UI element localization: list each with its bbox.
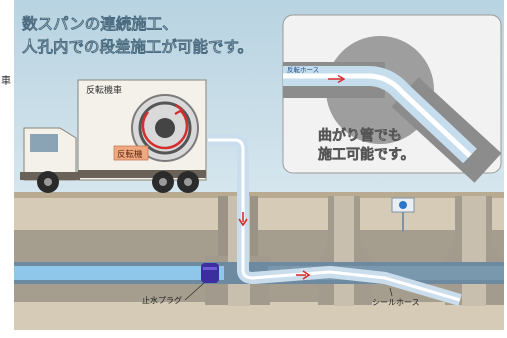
truck-window [30, 134, 58, 152]
edge-fragment-label: 車 [1, 74, 11, 87]
reel-rotation-arrowhead [174, 104, 184, 115]
inset-flow-arrow [328, 74, 346, 84]
hose-label: シールホース [372, 298, 420, 307]
reel-rotation-arrow [141, 109, 189, 150]
headline-line-2: 人孔内での段差施工が可能です。 [22, 37, 253, 56]
ground-surface [14, 192, 504, 198]
headline-line-1: 数スパンの連続施工、 [22, 14, 178, 33]
machine-tag-label: 反転機 [117, 149, 143, 160]
inversion-hose-highlight [208, 138, 461, 302]
hose-leader-line [389, 287, 393, 297]
flow-arrow-horizontal [296, 270, 311, 280]
inset-caption-line-1: 曲がり管でも [318, 127, 402, 144]
machine-tag-box [113, 145, 149, 161]
stop-plug-band [203, 267, 217, 270]
truck-chassis [78, 170, 206, 178]
inset-panel [282, 14, 502, 183]
inset-caption-line-2: 施工可能です。 [318, 146, 415, 163]
stop-plug [201, 263, 219, 283]
inset-pipe-label: 反転ホース [287, 65, 319, 74]
sewer-pipe-water [14, 266, 224, 280]
reel-drum-hub [155, 118, 175, 138]
left-margin [0, 0, 14, 338]
inset-hose-highlight [283, 73, 472, 158]
truck-label: 反転機車 [86, 84, 122, 96]
reel-drum-ring [138, 101, 192, 155]
plug-leader-line [184, 282, 205, 301]
flow-arrow-vertical [238, 212, 248, 227]
inversion-truck [20, 79, 207, 193]
plug-label: 止水プラグ [142, 295, 182, 305]
valve-device [391, 197, 415, 232]
truck-wheels [37, 171, 199, 193]
